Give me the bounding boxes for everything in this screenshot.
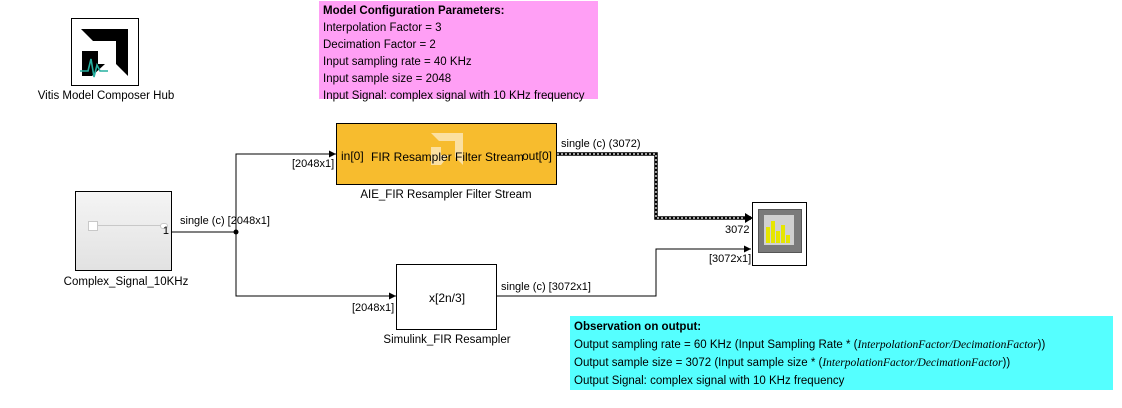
- signal-aie-in-dim: [2048x1]: [292, 158, 335, 170]
- config-note: Model Configuration Parameters: Interpol…: [319, 1, 598, 102]
- wire-to-simulink: [235, 232, 396, 300]
- aie-block-label: AIE_FIR Resampler Filter Stream: [360, 189, 532, 201]
- signal-scope-in1-dim: 3072: [725, 224, 750, 236]
- config-line-1: Interpolation Factor = 3: [323, 22, 442, 34]
- observation-note: Observation on output: Output sampling r…: [570, 316, 1113, 390]
- amd-logo-icon: [80, 29, 128, 78]
- simulink-block-label: Simulink_FIR Resampler: [383, 334, 511, 346]
- wire-simulink-out: [497, 245, 751, 297]
- signal-sim-out-label: single (c) [3072x1]: [501, 281, 591, 293]
- observation-size-line: Output sample size = 3072 (Input sample …: [574, 357, 1011, 369]
- signal-source-out-label: single (c) [2048x1]: [180, 215, 270, 227]
- source-block-label: Complex_Signal_10KHz: [63, 276, 189, 288]
- formula-size: InterpolationFactor/DecimationFactor: [822, 357, 1003, 369]
- complex-signal-source-block[interactable]: 1: [75, 191, 172, 271]
- observation-signal-line: Output Signal: complex signal with 10 KH…: [574, 375, 845, 387]
- simulink-fir-resampler-block[interactable]: x[2n/3]: [396, 264, 497, 330]
- wire-aie-out: [557, 152, 751, 220]
- simulink-expr: x[2n/3]: [429, 291, 466, 305]
- config-line-4: Input sample size = 2048: [323, 73, 452, 85]
- hub-label: Vitis Model Composer Hub: [37, 90, 175, 102]
- formula-rate: InterpolationFactor/DecimationFactor: [857, 339, 1038, 351]
- aie-port-in: in[0]: [341, 149, 364, 163]
- spectrum-analyzer-icon: [758, 209, 802, 253]
- spectrum-scope-block[interactable]: [752, 202, 807, 266]
- observation-heading: Observation on output:: [574, 321, 702, 333]
- signal-scope-in2-dim: [3072x1]: [709, 253, 752, 265]
- wire-to-aie: [235, 150, 336, 232]
- aie-block-title: FIR Resampler Filter Stream: [371, 150, 524, 164]
- vitis-hub-block[interactable]: [71, 18, 139, 86]
- amd-watermark-icon: [431, 133, 463, 165]
- observation-rate-line: Output sampling rate = 60 KHz (Input Sam…: [574, 339, 1046, 351]
- aie-fir-resampler-block[interactable]: in[0] FIR Resampler Filter Stream out[0]: [336, 123, 557, 185]
- config-line-3: Input sampling rate = 40 KHz: [323, 56, 472, 68]
- config-line-2: Decimation Factor = 2: [323, 39, 436, 51]
- source-port-out: 1: [162, 225, 169, 237]
- source-slider-icon: [89, 225, 163, 226]
- signal-aie-out-label: single (c) (3072): [561, 138, 641, 150]
- config-heading: Model Configuration Parameters:: [323, 5, 505, 17]
- signal-sim-in-dim: [2048x1]: [352, 302, 395, 314]
- aie-port-out: out[0]: [521, 149, 552, 163]
- config-line-5: Input Signal: complex signal with 10 KHz…: [323, 90, 585, 102]
